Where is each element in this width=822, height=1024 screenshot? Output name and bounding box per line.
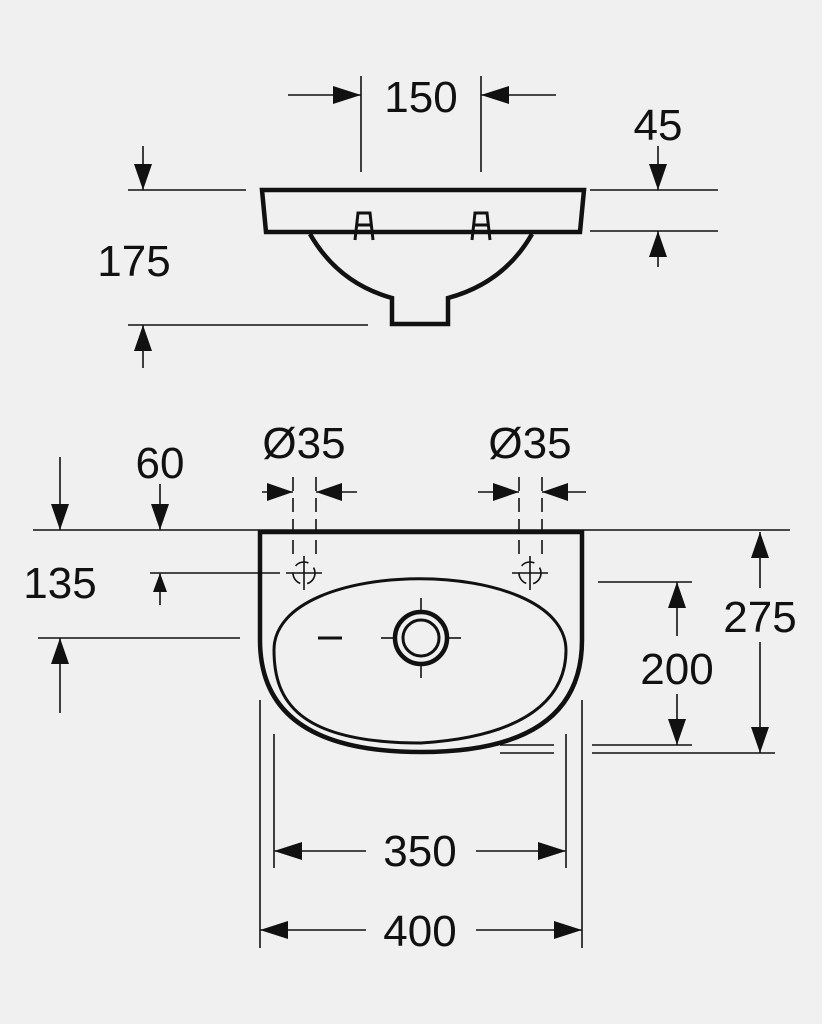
dim-label-275: 275 (723, 593, 796, 642)
side-view: 150 45 175 (97, 73, 718, 368)
dim-label-175: 175 (97, 237, 170, 286)
side-view-bowl (308, 232, 534, 327)
dim-label-150: 150 (384, 73, 457, 122)
top-view: Ø35 Ø35 60 135 200 (23, 419, 796, 956)
dim-label-200: 200 (640, 645, 713, 694)
dim-label-350: 350 (383, 827, 456, 876)
dim-label-dia35-right: Ø35 (488, 419, 571, 468)
tap-hole-right-icon (512, 556, 548, 590)
top-view-bowl (272, 577, 568, 745)
dim-label-45: 45 (634, 101, 683, 150)
side-view-tap-hole-right (470, 211, 492, 241)
drain-icon (381, 598, 461, 678)
dim-label-60: 60 (136, 439, 185, 488)
dim-label-400: 400 (383, 907, 456, 956)
dim-label-dia35-left: Ø35 (262, 419, 345, 468)
dim-label-135: 135 (23, 559, 96, 608)
side-view-rim (259, 187, 587, 235)
top-view-outline (257, 529, 585, 755)
side-view-tap-hole-left (353, 211, 375, 241)
tap-hole-left-icon (286, 556, 322, 590)
